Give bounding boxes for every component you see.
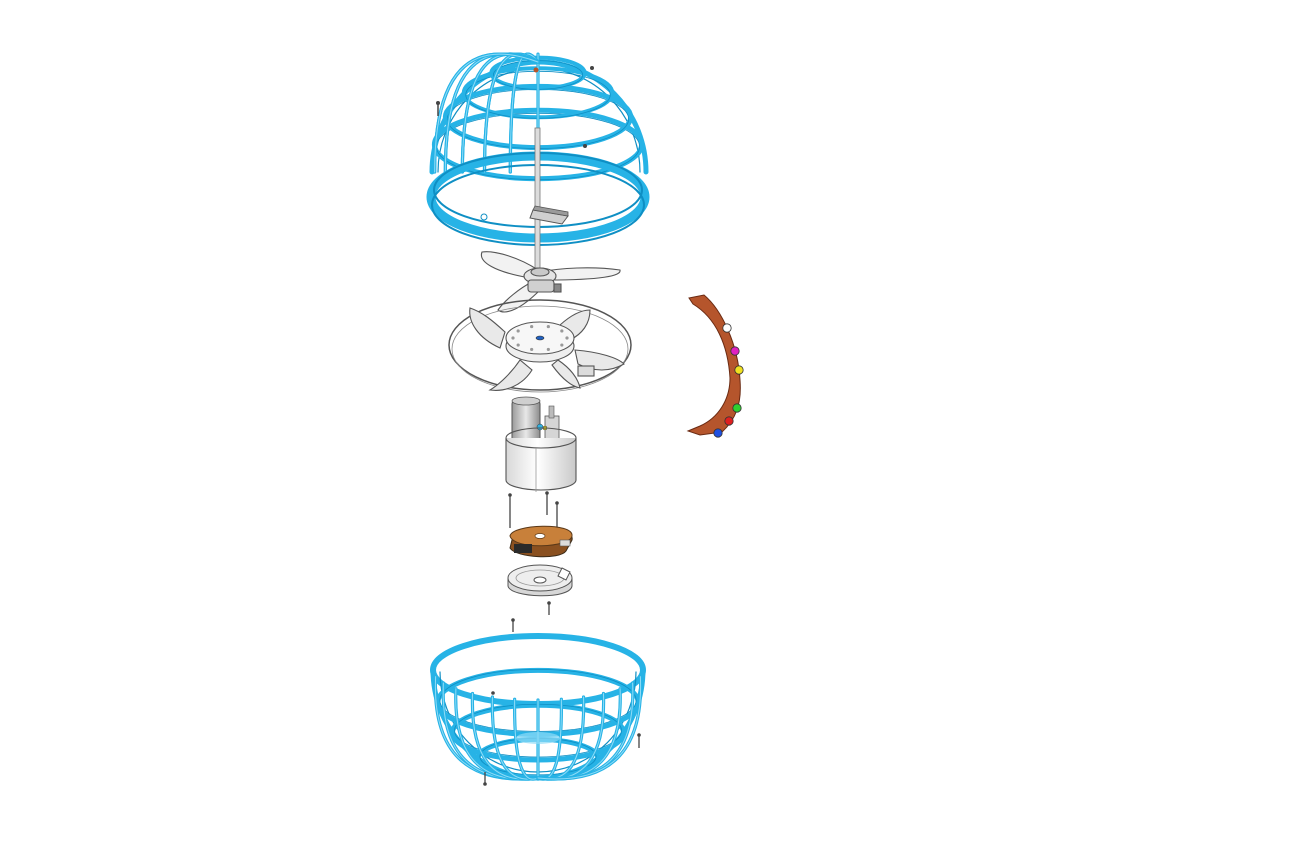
motor-battery-housing <box>505 396 577 492</box>
led-light <box>732 403 742 413</box>
hub-hole <box>530 347 534 352</box>
screw <box>590 66 594 70</box>
cage-meridian-highlight <box>434 53 539 173</box>
led-light <box>730 346 740 356</box>
hub-hole <box>546 324 550 329</box>
hub-hole <box>530 324 534 329</box>
screw <box>583 144 587 148</box>
screw <box>508 491 559 530</box>
hub-hole <box>565 336 569 340</box>
hub-hole <box>560 329 564 333</box>
led-light <box>724 416 734 426</box>
hub-hole <box>511 336 515 340</box>
center-shaft <box>534 127 541 269</box>
led-strip <box>686 294 744 438</box>
hub-hole <box>560 343 564 347</box>
cage-meridian-highlight <box>514 698 539 780</box>
led-light <box>713 428 723 438</box>
rotor-fan <box>448 299 632 393</box>
circuit-board <box>509 525 573 558</box>
hub-hole <box>516 329 520 333</box>
screw <box>511 601 551 632</box>
propeller <box>480 251 621 313</box>
base-plate <box>507 564 573 597</box>
screw <box>533 67 539 73</box>
cage-meridian-highlight <box>509 53 539 173</box>
led-light <box>722 323 732 333</box>
hub-hole <box>546 347 550 352</box>
bottom-cage-hemisphere <box>430 633 646 781</box>
cage-meridian-highlight <box>537 676 642 780</box>
shaft-clip <box>529 205 569 225</box>
led-light <box>734 365 744 375</box>
hub-hole <box>516 343 520 347</box>
screw <box>436 101 440 116</box>
screw <box>483 691 641 786</box>
